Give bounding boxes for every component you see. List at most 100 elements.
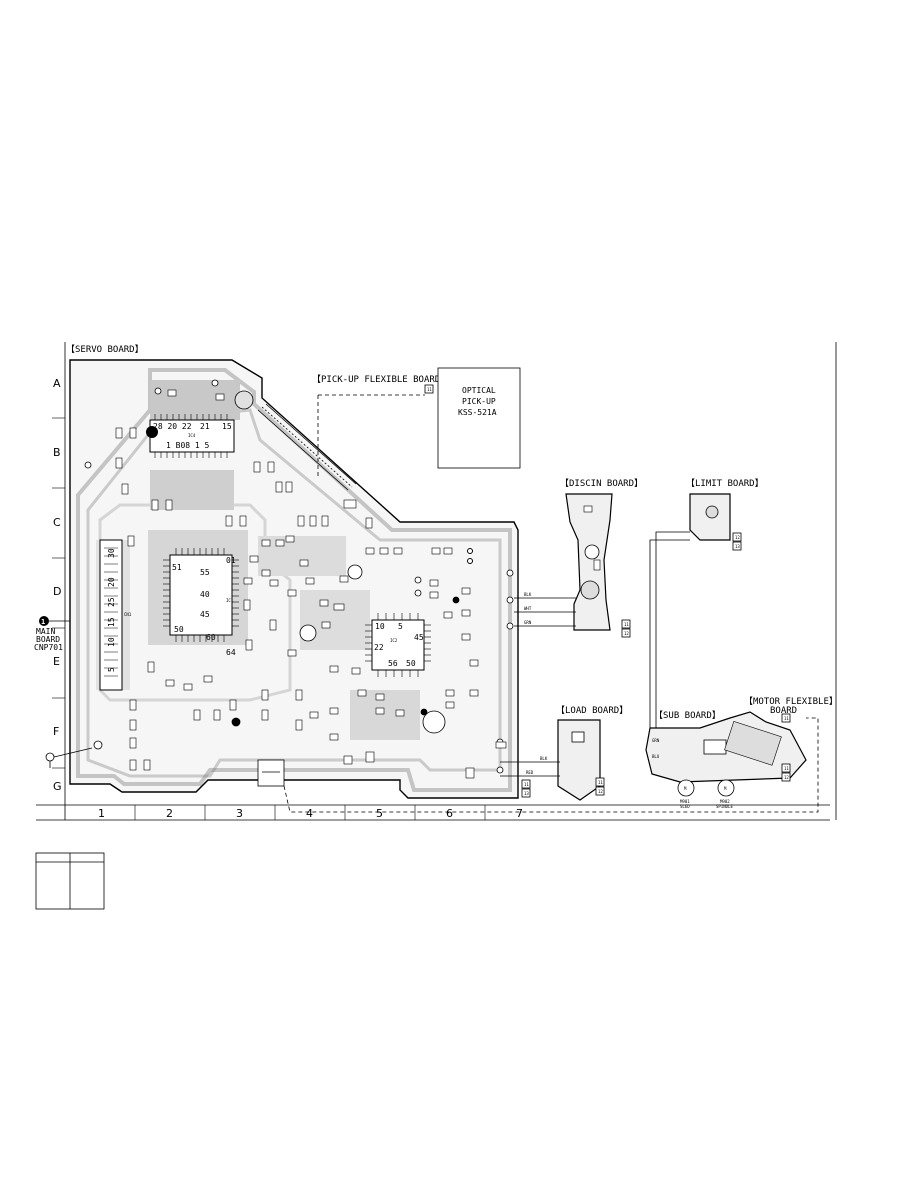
main-board-line3: CNP701 (34, 643, 63, 652)
motor-sled-m: M (684, 786, 687, 791)
wires-load (500, 761, 560, 777)
ic1-pin-45: 45 (200, 610, 210, 619)
discin-ref-12: 12 (624, 631, 629, 636)
cn1-label: CN1 (124, 612, 132, 617)
column-label-7: 7 (516, 807, 523, 820)
motor-spindle-ref: M902 (720, 799, 730, 804)
cn1-pin-30: 30 (107, 548, 116, 558)
load-ref-12: 12 (598, 789, 603, 794)
sub-ref-12: 12 (784, 775, 789, 780)
column-label-5: 5 (376, 807, 383, 820)
ic2-name: IC2 (390, 638, 398, 643)
ic1-pin-01: 01 (226, 556, 236, 565)
ic4-pins-label-b: 21 (200, 422, 210, 431)
wire-blk-2: BLK (540, 756, 548, 761)
wires-limit (649, 531, 690, 755)
discin-ref-11: 11 (624, 622, 629, 627)
wire-wht-1: WHT (524, 606, 532, 611)
row-label-f: F (53, 725, 59, 738)
ic1-pin-50: 50 (174, 625, 184, 634)
wire-blu-1: BLU (652, 754, 660, 759)
ic4-pins-label-a: 28 20 22 (153, 422, 192, 431)
main-board-marker: 1 (41, 618, 45, 626)
pickup-flex-link (317, 394, 425, 478)
ic1-name: IC1 (226, 598, 234, 603)
column-label-3: 3 (236, 807, 243, 820)
cn1-pin-10: 10 (107, 637, 116, 647)
sub-board-label: 【SUB BOARD】 (654, 710, 721, 721)
servo-board-label: 【SERVO BOARD】 (66, 344, 144, 355)
servo-board-inner-trace (76, 368, 512, 792)
optical-pickup-line3: KSS-521A (458, 408, 497, 417)
motor-spindle-name: SPINDLE (716, 804, 733, 809)
column-label-1: 1 (98, 807, 105, 820)
motor-sled-name: SLED (680, 804, 690, 809)
row-label-b: B (53, 446, 61, 459)
discin-board: 【DISCIN BOARD】 11 12 (560, 478, 643, 638)
load-ref-11: 11 (598, 780, 603, 785)
ic-ic2: 10 5 IC2 22 56 50 45 (365, 613, 431, 677)
motor-spindle: M M902 SPINDLE (716, 779, 735, 809)
motor-flex-label-2: BOARD (770, 706, 797, 716)
cn1-pin-20: 25 (107, 597, 116, 607)
pickup-flex-label: 【PICK-UP FLEXIBLE BOARD】 (312, 374, 449, 385)
legend-table (35, 852, 105, 910)
sub-ref-11: 11 (784, 766, 789, 771)
ic-ic1: 51 55 40 45 50 60 64 IC1 01 (163, 548, 239, 657)
load-board-label: 【LOAD BOARD】 (556, 705, 628, 716)
pickup-ref-box: 11 (427, 387, 432, 392)
wire-grn-1: GRN (524, 620, 532, 625)
limit-ref-12: 12 (735, 535, 740, 540)
optical-pickup-box: OPTICAL PICK-UP KSS-521A (437, 367, 521, 469)
row-label-e: E (53, 655, 60, 668)
ic2-pin-45: 45 (414, 633, 424, 642)
cn1-pin-25: 20 (107, 577, 116, 587)
ic2-pin-5: 5 (398, 622, 403, 631)
optical-pickup-line1: OPTICAL (462, 386, 496, 395)
wires-discin (514, 597, 576, 627)
ic2-pin-56: 56 (388, 659, 398, 668)
motor-flex-ref-11: 11 (784, 716, 789, 721)
flex-connector-strip (257, 403, 357, 491)
ic2-pin-10: 10 (375, 622, 385, 631)
cn1-pin-5: 5 (107, 667, 116, 672)
motor-sled-ref: M901 (680, 799, 690, 804)
row-label-a: A (53, 377, 61, 390)
wire-blk-1: BLK (524, 592, 532, 597)
load-board: 【LOAD BOARD】 11 12 11 13 (521, 705, 628, 801)
ground-symbol (45, 747, 93, 768)
smd-parts (115, 389, 507, 779)
main-board-ref: 1 MAIN BOARD CNP701 (34, 616, 70, 652)
column-label-6: 6 (446, 807, 453, 820)
round-components (231, 390, 460, 734)
ic-ic4: 28 20 22 21 15 IC4 1 B08 1 5 (146, 414, 235, 458)
bottom-connector (257, 759, 285, 787)
row-labels: A B C D E F G (52, 377, 65, 793)
ic4-name: IC4 (188, 433, 196, 438)
load-left-ref-11: 11 (524, 782, 529, 787)
row-label-c: C (53, 516, 61, 529)
motor-flex-label-1: 【MOTOR FLEXIBLE】 (744, 696, 838, 707)
cn1-pin-15: 15 (107, 617, 116, 627)
ic4-bottom-label: 1 B08 1 5 (166, 441, 210, 450)
motor-spindle-m: M (724, 786, 727, 791)
sheet-frame (36, 342, 837, 821)
column-label-4: 4 (306, 807, 313, 820)
ic1-pin-40: 40 (200, 590, 210, 599)
limit-board-label: 【LIMIT BOARD】 (686, 478, 764, 489)
optical-pickup-line2: PICK-UP (462, 397, 496, 406)
column-labels: 1 2 3 4 5 6 7 (98, 805, 523, 820)
ic1-pin-60: 60 (206, 633, 216, 642)
main-board-line2: BOARD (36, 635, 60, 644)
motor-sled: M M901 SLED (677, 779, 695, 809)
row-label-d: D (53, 585, 61, 598)
wire-red-1: RED (526, 770, 534, 775)
ic1-pin-51: 51 (172, 563, 182, 572)
limit-board: 【LIMIT BOARD】 12 13 (686, 478, 764, 551)
sub-board: 【SUB BOARD】 【MOTOR FLEXIBLE】 BOARD 11 12… (645, 696, 838, 783)
ic2-pin-50: 50 (406, 659, 416, 668)
ic2-pin-22: 22 (374, 643, 384, 652)
load-left-ref-13: 13 (524, 791, 529, 796)
